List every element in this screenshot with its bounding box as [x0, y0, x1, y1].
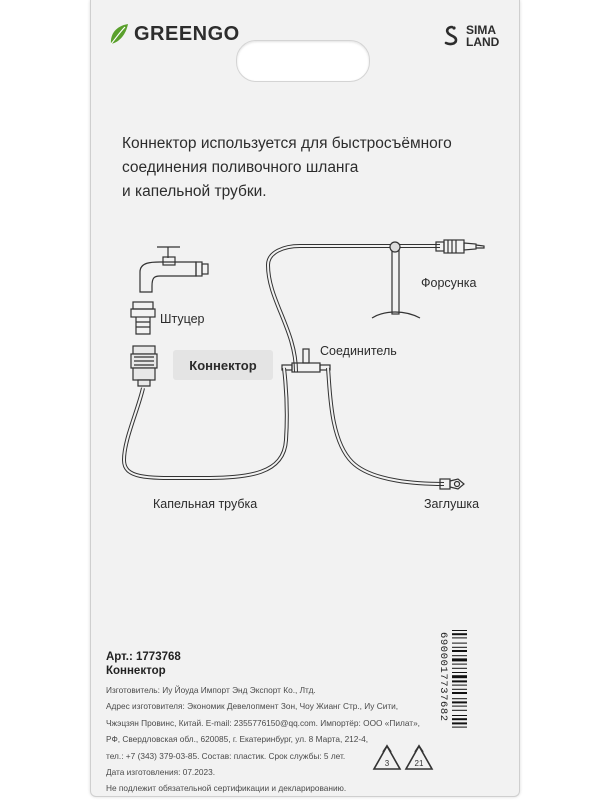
barcode-bar [452, 718, 467, 721]
nozzle-icon [435, 239, 485, 254]
barcode-bar [452, 663, 467, 665]
recycling-icon: 3 [372, 744, 402, 770]
info-line: Не подлежит обязательной сертификации и … [106, 783, 347, 794]
info-line: Адрес изготовителя: Экономик Девелопмент… [106, 701, 399, 712]
label-nozzle: Форсунка [421, 276, 477, 290]
barcode-bar [452, 667, 467, 669]
barcode-bar [452, 692, 467, 694]
barcode-bar [452, 726, 467, 728]
hang-hole [236, 40, 370, 82]
barcode-bar [452, 633, 467, 636]
greengo-logo-text: GREENGO [134, 22, 240, 45]
recycling-code: 21 [415, 759, 424, 768]
barcode-bar [452, 684, 467, 686]
barcode-bar [452, 705, 467, 707]
recycling-code: 3 [385, 759, 390, 768]
barcode-bar [452, 722, 467, 725]
tee-joiner-icon [281, 348, 331, 373]
barcode-bar [452, 672, 467, 673]
sima-land-top: SIMA [466, 23, 496, 37]
description-line: соединения поливочного шланга [122, 159, 359, 176]
label-drip-tube: Капельная трубка [153, 497, 258, 511]
barcode-bar [452, 630, 467, 631]
product-info: Арт.: 1773768 Коннектор Изготовитель: Иу… [106, 650, 446, 797]
article-number: Арт.: 1773768 [106, 651, 181, 663]
packaging-card [90, 0, 520, 797]
info-line: тел.: +7 (343) 379-03-85. Состав: пласти… [106, 750, 346, 761]
info-line: РФ, Свердловская обл., 620085, г. Екатер… [106, 734, 369, 745]
product-name: Коннектор [106, 665, 166, 677]
recycling-icon: 21 [404, 744, 434, 770]
barcode-bar [452, 637, 467, 639]
info-line: Дата изготовления: 07.2023. [106, 767, 216, 778]
barcode-bar [452, 709, 467, 711]
barcode-bar [452, 658, 467, 662]
greengo-logo: GREENGO [108, 22, 240, 46]
barcode-bar [452, 642, 467, 644]
label-plug: Заглушка [424, 497, 480, 511]
barcode-bar [452, 650, 467, 652]
description-line: Коннектор используется для быстросъёмног… [122, 135, 452, 152]
barcode-bar [452, 655, 467, 657]
fitting-icon [130, 301, 156, 335]
faucet-icon [139, 246, 209, 293]
product-description: Коннектор используется для быстросъёмног… [122, 132, 492, 204]
info-line: Изготовитель: Иу Йоуда Импорт Энд Экспор… [106, 685, 316, 695]
barcode-bar [452, 688, 467, 690]
plug-icon [439, 478, 465, 490]
label-fitting: Штуцер [160, 312, 205, 326]
label-joiner: Соединитель [320, 344, 397, 358]
connector-icon [130, 345, 158, 387]
label-connector: Коннектор [173, 350, 273, 380]
barcode-bar [452, 680, 467, 683]
barcode-bar [452, 646, 467, 648]
barcode-bar [452, 701, 467, 704]
leaf-icon [110, 24, 128, 45]
description-line: и капельной трубки. [122, 183, 267, 200]
swan-icon [444, 25, 458, 46]
sima-land-bottom: LAND [466, 35, 500, 49]
barcode: 6900017737682 [437, 630, 467, 728]
stake-icon [371, 241, 421, 319]
sima-land-logo: SIMA LAND [442, 24, 499, 48]
barcode-bar [452, 675, 467, 679]
barcode-digits: 6900017737682 [437, 632, 449, 722]
barcode-bar [452, 715, 467, 716]
barcode-bar [452, 698, 467, 700]
info-line: Чжэцзян Провинс, Китай. E-mail: 23557761… [106, 717, 420, 728]
